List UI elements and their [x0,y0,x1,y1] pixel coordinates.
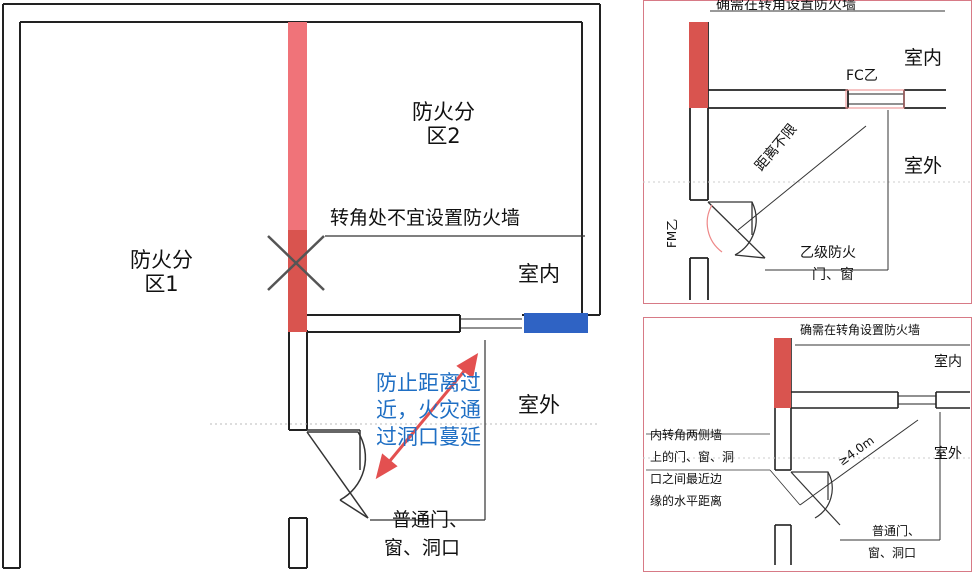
main-openings-label: 普通门、 窗、洞口 [384,506,469,562]
bottom-panel-openings-line1: 普通门、 [872,524,921,538]
bottom-panel-title: 确需在转角设置防火墙 [800,323,921,337]
red-double-arrow-icon [375,353,479,480]
top-panel-title: 确需在转角设置防火墙 [716,0,856,13]
bottom-panel-openings: 普通门、 窗、洞口 [868,520,921,564]
edge-note-line1: 内转角两侧墙 [650,428,723,442]
main-openings-line2: 窗、洞口 [384,537,461,559]
zone1-label: 防火分 区1 [130,248,193,296]
blue-opening-block [524,313,588,333]
spread-note-line3: 过洞口蔓延 [376,425,481,449]
bottom-panel-outdoor: 室外 [934,446,962,462]
bottom-panel-firewall [774,338,791,408]
door-swing-main [306,429,369,519]
cross-mark-icon [267,235,325,291]
zone1-line2: 区1 [144,272,179,297]
top-panel-indoor: 室内 [904,47,943,69]
spread-note: 防止距离过 近，火灾通 过洞口蔓延 [376,370,481,451]
bottom-panel-indoor: 室内 [934,354,962,370]
edge-note-line4: 缘的水平距离 [650,494,723,508]
top-panel-openings-line1: 乙级防火 [800,245,856,261]
top-panel-openings-line2: 门、窗 [812,267,854,283]
top-panel-fc-label: FC乙 [846,68,878,84]
top-panel-firewall [689,22,708,108]
zone1-line1: 防火分 [130,248,193,272]
bottom-panel-edge-note: 内转角两侧墙 上的门、窗、洞 口之间最近边 缘的水平距离 [650,424,734,512]
main-outdoor-label: 室外 [518,393,560,417]
bottom-panel-openings-line2: 窗、洞口 [868,546,917,560]
edge-note-line3: 口之间最近边 [650,472,723,486]
bottom-panel-door-icon [790,471,841,526]
corner-note: 转角处不宜设置防火墙 [330,207,521,229]
top-panel-outdoor: 室外 [904,155,943,177]
top-panel-openings: 乙级防火 门、窗 [800,242,856,286]
spread-note-line1: 防止距离过 [376,371,481,395]
main-openings-line1: 普通门、 [392,509,469,531]
zone2-line1: 防火分 [412,100,475,124]
zone2-line2: 区2 [426,124,461,149]
edge-note-line2: 上的门、窗、洞 [650,450,735,464]
zone2-label: 防火分 区2 [412,100,475,148]
main-indoor-label: 室内 [518,262,560,286]
spread-note-line2: 近，火灾通 [376,398,481,422]
